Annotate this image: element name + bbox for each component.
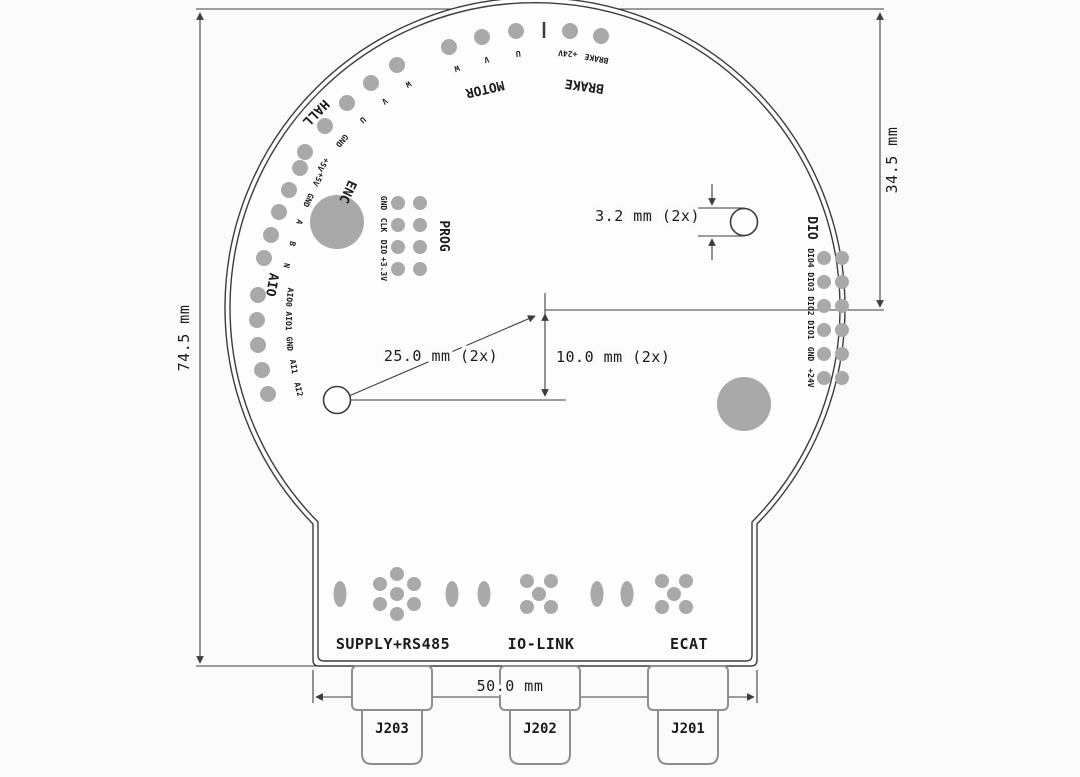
dim-hole-diameter: 3.2 mm (2x): [591, 184, 745, 260]
dio-pin-label: GND: [806, 347, 815, 362]
dim-hole-vertical-text: 10.0 mm (2x): [556, 348, 670, 366]
mounting-hole-right: [729, 207, 759, 237]
brake-pin-label: +24V: [558, 48, 578, 59]
aio-pads: [249, 287, 276, 402]
dim-hole-diameter-text: 3.2 mm (2x): [595, 207, 700, 225]
connector-j202: [499, 665, 581, 765]
designator-j201: J201: [671, 721, 705, 737]
hall-pads: [297, 57, 405, 160]
connector-j201: [647, 665, 729, 765]
dio-pin-label: DIO3: [806, 272, 815, 291]
enc-pads: [256, 160, 308, 266]
enc-pin-label: N: [282, 262, 292, 269]
dio-pin-label: DIO2: [806, 296, 815, 315]
mounting-hole-left: [322, 385, 352, 415]
hall-pin-label: U: [358, 115, 368, 125]
dio-pin-label: DIO4: [806, 248, 815, 267]
port-label-supply: SUPPLY+RS485: [336, 635, 450, 653]
dim-tab-width-text: 50.0 mm: [477, 677, 544, 695]
aio-group: AIO AIO0 AIO1 GND AI1 AI2: [262, 272, 305, 398]
prog-group: PROG GND CLK DIO +3.3V: [379, 196, 451, 281]
dim-top-to-center: 34.5 mm: [876, 12, 901, 308]
aio-title: AIO: [262, 272, 281, 298]
dim-top-to-center-text: 34.5 mm: [883, 127, 901, 194]
motor-pin-label: V: [483, 55, 490, 65]
designator-j202: J202: [523, 721, 557, 737]
brake-pads: [562, 23, 609, 44]
prog-title: PROG: [436, 220, 451, 251]
aio-pin-label: AI2: [292, 381, 304, 397]
aio-pin-label: AI1: [288, 359, 299, 375]
aio-pin-label: AIO1: [284, 311, 293, 331]
port-label-iolink: IO-LINK: [508, 635, 575, 653]
dio-title: DIO: [804, 216, 819, 240]
prog-pin-label: +3.3V: [379, 257, 388, 281]
designator-j203: J203: [375, 721, 409, 737]
motor-pads: [441, 23, 524, 55]
dio-pin-label: +24V: [806, 368, 815, 387]
prog-pin-label: GND: [379, 196, 388, 211]
dio-pads: [817, 251, 849, 385]
prog-pads: [391, 196, 427, 276]
dim-hole-vertical: 10.0 mm (2x): [541, 313, 674, 397]
enc-pin-label: B: [287, 240, 297, 247]
connector-j203: [351, 665, 433, 765]
brake-title: BRAKE: [564, 75, 605, 95]
enc-pin-label: A: [294, 218, 304, 226]
large-pad-right: [717, 377, 771, 431]
motor-pin-label: W: [453, 63, 461, 73]
dim-hole-horizontal: 25.0 mm (2x): [348, 315, 536, 397]
hall-pin-label: V: [380, 96, 389, 106]
motor-pin-label: U: [515, 49, 521, 58]
prog-pin-label: DIO: [379, 240, 388, 255]
dio-pin-label: DIO1: [806, 320, 815, 339]
dio-group: DIO DIO4 DIO3 DIO2 DIO1 GND +24V: [804, 216, 819, 388]
board-outline: [224, 0, 846, 667]
dim-hole-horizontal-text: 25.0 mm (2x): [384, 347, 498, 365]
aio-pin-label: AIO0: [284, 287, 295, 307]
port-label-ecat: ECAT: [670, 635, 708, 653]
dim-board-height: 74.5 mm: [175, 12, 204, 664]
large-pad-left: [310, 195, 364, 249]
prog-pin-label: CLK: [379, 218, 388, 233]
dim-board-height-text: 74.5 mm: [175, 305, 193, 372]
aio-pin-label: GND: [285, 336, 295, 351]
bottom-connector-pads: [333, 567, 693, 621]
hall-pin-label: W: [404, 79, 413, 89]
enc-group: ENC +5V GND A B N: [282, 171, 359, 269]
